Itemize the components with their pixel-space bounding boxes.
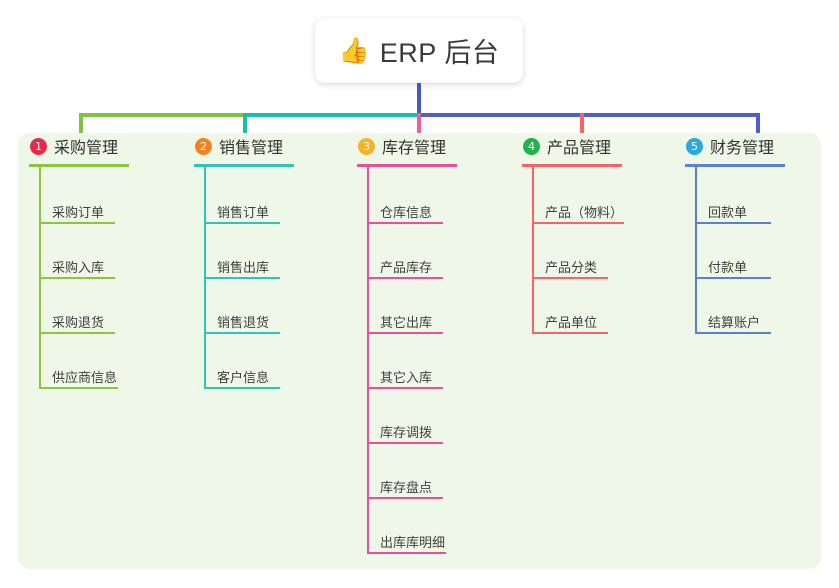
branch-item-rule [39, 277, 115, 279]
branch-spine [532, 167, 534, 334]
branch-header-rule [685, 164, 785, 167]
branch-item-label: 回款单 [708, 205, 748, 220]
branch-item-rule [695, 332, 771, 334]
branch-item-rule [367, 552, 446, 554]
branch-header-1[interactable]: 1 采购管理 [29, 133, 118, 159]
branch-number-badge: 5 [686, 137, 703, 155]
branch-header-label: 库存管理 [382, 140, 447, 157]
connector-drop-1 [79, 113, 83, 141]
branch-item-label: 销售订单 [217, 205, 270, 220]
branch-header-label: 销售管理 [219, 140, 284, 157]
branch-number-badge: 3 [358, 137, 375, 155]
branch-spine [695, 167, 697, 334]
branch-header-label: 采购管理 [54, 140, 119, 157]
branch-item-rule [532, 222, 624, 224]
connector-horizontal-blue [419, 113, 760, 117]
branch-item-rule [204, 332, 280, 334]
branch-header-rule [357, 164, 457, 167]
connector-drop-5 [756, 113, 760, 141]
branch-item-label: 库存调拨 [380, 425, 433, 440]
branch-item-rule [39, 332, 115, 334]
branch-item-rule [204, 277, 280, 279]
branch-item-rule [367, 277, 443, 279]
branch-item-rule [367, 222, 443, 224]
branch-item-label: 供应商信息 [52, 370, 118, 385]
branch-header-rule [522, 164, 622, 167]
branch-number-badge: 1 [30, 137, 47, 155]
branch-header-rule [194, 164, 294, 167]
branch-item-label: 其它出库 [380, 315, 433, 330]
branch-column: 4 产品管理产品（物料） 产品分类产品单位 [522, 133, 624, 334]
connector-horizontal-teal [243, 113, 421, 117]
branch-item-label: 采购退货 [52, 315, 105, 330]
branch-item-label: 库存盘点 [380, 480, 433, 495]
branch-item-label: 产品（物料） [545, 205, 624, 220]
branch-header-label: 产品管理 [547, 140, 612, 157]
root-node-card[interactable]: 👍 ERP 后台 [315, 18, 523, 83]
branch-item-rule [367, 497, 443, 499]
branch-item-rule [367, 332, 443, 334]
branch-spine [367, 167, 369, 554]
branch-column: 3 库存管理仓库信息产品库存其它出库其它入库库存调拨库存盘点出库库明细 [357, 133, 457, 554]
branch-item-label: 产品库存 [380, 260, 433, 275]
branch-item-rule [695, 277, 771, 279]
branch-header-3[interactable]: 3 库存管理 [357, 133, 446, 159]
branch-header-4[interactable]: 4 产品管理 [522, 133, 611, 159]
branch-item-label: 产品分类 [545, 260, 598, 275]
branch-item-label: 销售出库 [217, 260, 270, 275]
branch-item-label: 其它入库 [380, 370, 433, 385]
root-node-title: ERP 后台 [379, 38, 500, 68]
branch-item-rule [367, 387, 443, 389]
branch-item-label: 付款单 [708, 260, 748, 275]
branch-panel: 1 采购管理采购订单采购入库采购退货供应商信息 2 销售管理销售订单销售出库销售退货客… [18, 133, 821, 569]
branch-header-2[interactable]: 2 销售管理 [194, 133, 283, 159]
branch-column: 5 财务管理回款单付款单结算账户 [685, 133, 785, 334]
branch-item-label: 销售退货 [217, 315, 270, 330]
branch-item-rule [204, 222, 280, 224]
branch-number-badge: 2 [195, 137, 212, 155]
branch-item-label: 采购入库 [52, 260, 105, 275]
branch-item-label: 出库库明细 [380, 535, 446, 550]
branch-item-rule [39, 222, 115, 224]
branch-item-rule [204, 387, 280, 389]
branch-item-rule [532, 332, 608, 334]
branch-header-rule [29, 164, 129, 167]
branch-column: 2 销售管理销售订单销售出库销售退货客户信息 [194, 133, 294, 389]
branch-header-5[interactable]: 5 财务管理 [685, 133, 774, 159]
branch-item-rule [367, 442, 443, 444]
connector-horizontal-green [79, 113, 244, 117]
branch-item-label: 产品单位 [545, 315, 598, 330]
connector-drop-4 [580, 113, 584, 141]
branch-item-label: 结算账户 [708, 315, 761, 330]
branch-item-rule [39, 387, 118, 389]
branch-column: 1 采购管理采购订单采购入库采购退货供应商信息 [29, 133, 129, 389]
branch-item-label: 客户信息 [217, 370, 270, 385]
branch-item-rule [532, 277, 608, 279]
thumbs-up-icon: 👍 [338, 36, 370, 65]
connector-drop-3 [417, 113, 421, 141]
branch-item-label: 采购订单 [52, 205, 105, 220]
branch-item-label: 仓库信息 [380, 205, 433, 220]
connector-drop-2 [243, 113, 247, 141]
branch-item-rule [695, 222, 771, 224]
branch-number-badge: 4 [523, 137, 540, 155]
branch-header-label: 财务管理 [710, 140, 775, 157]
connector-root-vertical [417, 83, 421, 116]
